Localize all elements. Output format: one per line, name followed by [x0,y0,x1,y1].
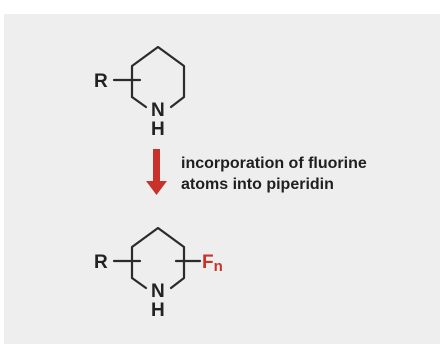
product-ring-bonds [130,226,186,290]
reaction-arrow-shaft [153,149,160,182]
scheme-background-panel [4,14,440,344]
product-fluorine-count: n [214,258,223,275]
product-fluorine-label: Fn [202,252,223,275]
reactant-ring-bonds [130,45,186,109]
reactant-ring-bond-c2-n [130,95,148,109]
reactant-n-label: N [151,100,165,121]
reactant-piperidine: R N H [94,45,186,140]
reaction-arrow [146,149,167,195]
product-ring-bond-c2-n [130,276,148,290]
reactant-r-label: R [94,71,108,92]
product-fluorine-symbol: F [202,252,214,273]
product-h-label: H [151,300,165,321]
reaction-arrow-head [146,181,167,195]
transformation-caption-line-1: incorporation of fluorine [181,155,367,172]
product-fluoropiperidine: R Fn N H [94,226,223,321]
reactant-h-label: H [151,119,165,140]
product-n-label: N [151,281,165,302]
product-r-label: R [94,252,108,273]
transformation-caption-line-2: atoms into piperidin [181,176,334,193]
